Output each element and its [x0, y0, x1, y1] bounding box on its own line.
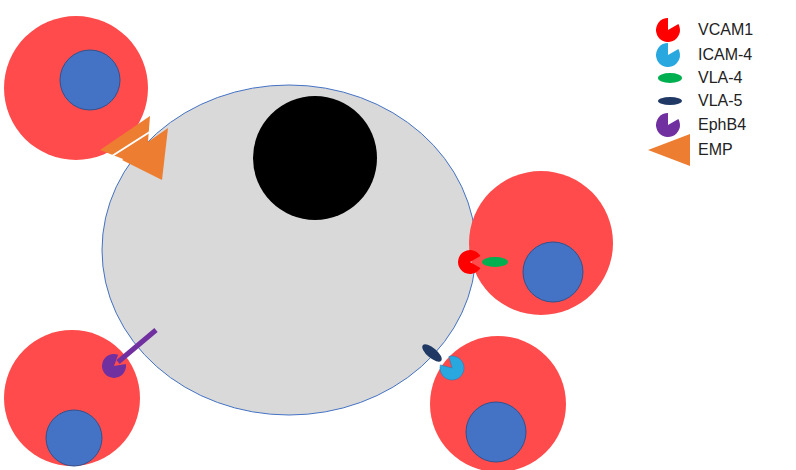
- macrophage-cell: [102, 85, 476, 415]
- vla4-symbol: [482, 257, 508, 267]
- ephb4-ligand: [118, 330, 156, 362]
- erythroblast-nucleus: [60, 50, 120, 110]
- ephb4-symbol: [97, 350, 130, 383]
- vcam1-symbol: [458, 250, 480, 274]
- erythroblast-nucleus: [46, 410, 102, 466]
- legend-label: VLA-5: [698, 93, 742, 109]
- legend-sample: [658, 97, 682, 105]
- vla5-symbol: [420, 341, 445, 364]
- icam4-symbol: [436, 352, 469, 385]
- legend-label: EMP: [698, 142, 733, 158]
- legend-sample: [652, 40, 684, 71]
- legend-label: VCAM1: [698, 22, 753, 38]
- legend-label: ICAM-4: [698, 47, 752, 63]
- erythroblast: [430, 336, 566, 470]
- erythroblast: [4, 330, 140, 466]
- emp-gap: [112, 128, 156, 156]
- erythroblast-nucleus: [466, 402, 526, 462]
- macrophage-nucleus: [253, 96, 377, 220]
- erythroblast-nucleus: [523, 242, 583, 302]
- legend-label: EphB4: [698, 117, 746, 133]
- legend-sample: [652, 110, 684, 141]
- legend-label: VLA-4: [698, 70, 742, 86]
- legend-sample: [648, 134, 690, 166]
- erythroblast: [469, 171, 613, 315]
- legend-sample: [658, 73, 682, 83]
- legend-sample: [652, 15, 684, 46]
